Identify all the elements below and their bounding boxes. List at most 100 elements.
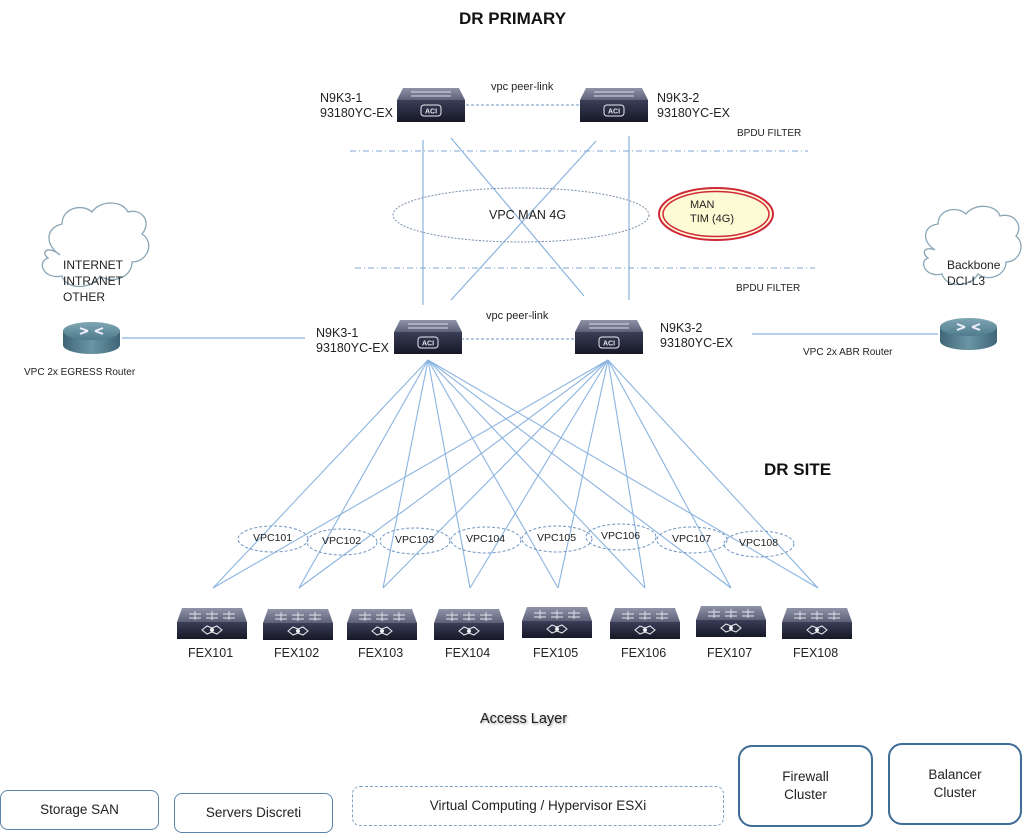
- switch-name: N9K3-1: [316, 326, 359, 340]
- fex-label: FEX105: [533, 646, 579, 660]
- link-diagonal-2: [450, 140, 597, 301]
- link-diagonal-1: [450, 137, 585, 297]
- uplink-fex103-sw1: [382, 359, 429, 589]
- vpc-ellipse-vpc108: [723, 530, 795, 558]
- switch-model: 93180YC-EX: [657, 106, 730, 120]
- uplink-fex105-sw2: [557, 359, 609, 589]
- cloud-line: OTHER: [63, 290, 105, 304]
- vpc-ellipse-vpc106: [585, 523, 657, 551]
- core-bottom-right-label: N9K3-2 93180YC-EX: [660, 321, 733, 351]
- fex-switch-icon-fex105: [522, 607, 592, 638]
- servers-discreti-box[interactable]: Servers Discreti: [174, 793, 333, 833]
- box-label: Servers Discreti: [205, 805, 302, 820]
- fex-label: FEX108: [793, 646, 839, 660]
- vpc-label: VPC104: [466, 533, 506, 545]
- core-top-right-label: N9K3-2 93180YC-EX: [657, 91, 730, 121]
- fex-switch-icon-fex108: [782, 608, 852, 639]
- fex-switch-icon-fex106: [610, 608, 680, 639]
- vpc-label: VPC108: [739, 537, 779, 549]
- fex-label: FEX107: [707, 646, 753, 660]
- fex-switch-icon-fex104: [434, 609, 504, 640]
- dr-site-label: DR SITE: [764, 460, 832, 479]
- uplink-fex107-sw2: [607, 359, 732, 589]
- switch-model: 93180YC-EX: [316, 341, 389, 355]
- vpc-label: VPC101: [253, 532, 293, 544]
- vpc-ellipse-vpc102: [306, 528, 378, 556]
- uplink-fex102-sw2: [298, 359, 609, 589]
- switch-name: N9K3-2: [660, 321, 703, 335]
- man-tim-ellipse: [658, 187, 774, 241]
- core-bottom-sw1-aci-switch-icon: ACI: [394, 320, 462, 354]
- vpc-man-ellipse: [392, 187, 650, 243]
- uplink-fex102-sw1: [298, 359, 429, 589]
- fex-switch-icon-fex102: [263, 609, 333, 640]
- aci-logo: ACI: [422, 341, 434, 348]
- abr-router-icon: [940, 318, 997, 350]
- man-tim-line2: TIM (4G): [690, 213, 734, 225]
- core-bottom-left-label: N9K3-1 93180YC-EX: [316, 326, 389, 356]
- aci-logo: ACI: [608, 109, 620, 116]
- man-tim-label: MAN TIM (4G): [690, 198, 734, 226]
- fex-label: FEX103: [358, 646, 404, 660]
- switch-name: N9K3-1: [320, 91, 363, 105]
- vpc-ellipses: [237, 523, 795, 558]
- vpc-man-label: VPC MAN 4G: [489, 208, 567, 222]
- core-links: [422, 136, 630, 305]
- box-label: Virtual Computing / Hypervisor ESXi: [429, 798, 647, 813]
- fex-switch-icon-fex101: [177, 608, 247, 639]
- uplink-fex106-sw2: [607, 359, 646, 589]
- man-tim-line1: MAN: [690, 199, 715, 211]
- cloud-internet-icon: [41, 202, 150, 288]
- uplink-fex108-sw1: [427, 359, 819, 589]
- bpdu-filter-label-bottom: BPDU FILTER: [736, 283, 801, 294]
- uplink-fex101-sw2: [212, 359, 609, 589]
- peer-link-label-top: vpc peer-link: [491, 81, 554, 93]
- storage-san-box[interactable]: Storage SAN: [0, 790, 159, 830]
- vpc-label: VPC103: [395, 534, 435, 546]
- cloud-line: INTRANET: [63, 274, 123, 288]
- fex-switches: [177, 606, 852, 640]
- uplink-fex104-sw2: [469, 359, 609, 589]
- uplink-fex108-sw2: [607, 359, 819, 589]
- peer-link-label-bottom: vpc peer-link: [486, 310, 549, 322]
- vpc-ellipse-vpc105: [521, 525, 593, 553]
- switch-model: 93180YC-EX: [320, 106, 393, 120]
- core-top-left-label: N9K3-1 93180YC-EX: [320, 91, 393, 121]
- cloud-line: INTERNET: [63, 258, 123, 272]
- cloud-line: DCI-L3: [947, 274, 986, 288]
- fex-label: FEX104: [445, 646, 491, 660]
- page-title: DR PRIMARY: [459, 9, 567, 28]
- vpc-label: VPC102: [322, 535, 362, 547]
- uplink-fex106-sw1: [427, 359, 646, 589]
- uplink-fex107-sw1: [427, 359, 732, 589]
- backbone-cloud-label: Backbone DCI-L3: [947, 257, 1000, 289]
- fex-label: FEX106: [621, 646, 667, 660]
- aci-logo: ACI: [425, 109, 437, 116]
- core-switches: ACI ACI ACI ACI: [394, 88, 648, 354]
- bpdu-filter-label-top: BPDU FILTER: [737, 128, 802, 139]
- fex-uplinks: [212, 359, 819, 589]
- virtual-computing-box[interactable]: Virtual Computing / Hypervisor ESXi: [352, 786, 724, 826]
- core-bottom-sw2-aci-switch-icon: ACI: [575, 320, 643, 354]
- abr-router-label: VPC 2x ABR Router: [803, 347, 893, 358]
- box-label: Storage SAN: [40, 802, 119, 817]
- fex-switch-icon-fex103: [347, 609, 417, 640]
- fex-label: FEX101: [188, 646, 234, 660]
- vpc-label: VPC107: [672, 533, 712, 545]
- core-top-sw1-aci-switch-icon: ACI: [397, 88, 465, 122]
- cloud-backbone-icon: [923, 205, 1022, 286]
- switch-model: 93180YC-EX: [660, 336, 733, 350]
- vpc-label: VPC105: [537, 532, 577, 544]
- uplink-fex103-sw2: [382, 359, 609, 589]
- uplink-fex104-sw1: [427, 359, 471, 589]
- uplink-fex101-sw1: [212, 359, 429, 589]
- vpc-label: VPC106: [601, 530, 641, 542]
- aci-logo: ACI: [603, 341, 615, 348]
- cloud-line: Backbone: [947, 258, 1001, 272]
- access-layer-label: Access Layer: [480, 711, 568, 727]
